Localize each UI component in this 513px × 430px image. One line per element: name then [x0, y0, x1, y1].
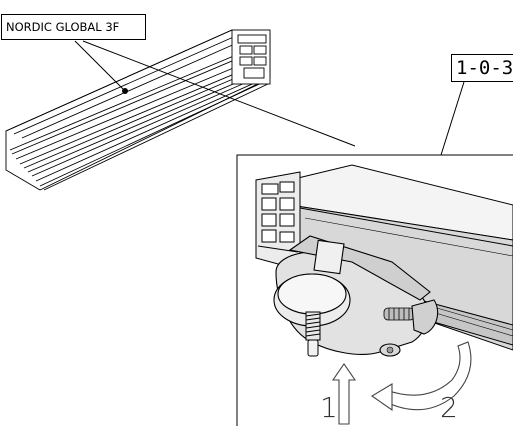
ridged-knob — [383, 307, 415, 321]
step-number-2: 2 — [440, 391, 458, 424]
up-arrow-icon — [331, 363, 357, 425]
curved-arrow-icon — [370, 341, 472, 412]
leader-dot — [122, 88, 128, 94]
leader-lines — [74, 40, 465, 156]
detail-reference-label: 1-0-3 — [451, 54, 513, 82]
step-number-1: 1 — [320, 391, 338, 424]
detail-frame — [236, 154, 513, 426]
threaded-stem — [305, 311, 321, 357]
track-overview — [5, 29, 271, 191]
product-label: NORDIC GLOBAL 3F — [1, 14, 146, 40]
